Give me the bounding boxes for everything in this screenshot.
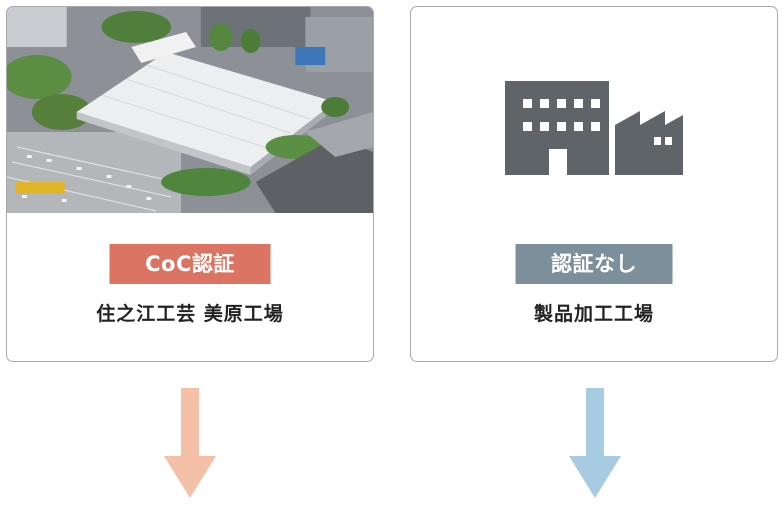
coc-certified-card: CoC認証 住之江工芸 美原工場 bbox=[6, 6, 374, 362]
uncertified-card: 認証なし 製品加工工場 bbox=[410, 6, 778, 362]
down-arrow-icon bbox=[569, 388, 621, 498]
aerial-factory-photo bbox=[7, 7, 373, 213]
uncertified-badge: 認証なし bbox=[515, 244, 673, 284]
factory-icon bbox=[505, 81, 683, 175]
coc-certified-badge: CoC認証 bbox=[109, 244, 271, 284]
facility-name: 製品加工工場 bbox=[533, 303, 654, 325]
down-arrow-icon bbox=[164, 388, 216, 498]
facility-name: 住之江工芸 美原工場 bbox=[96, 303, 284, 325]
